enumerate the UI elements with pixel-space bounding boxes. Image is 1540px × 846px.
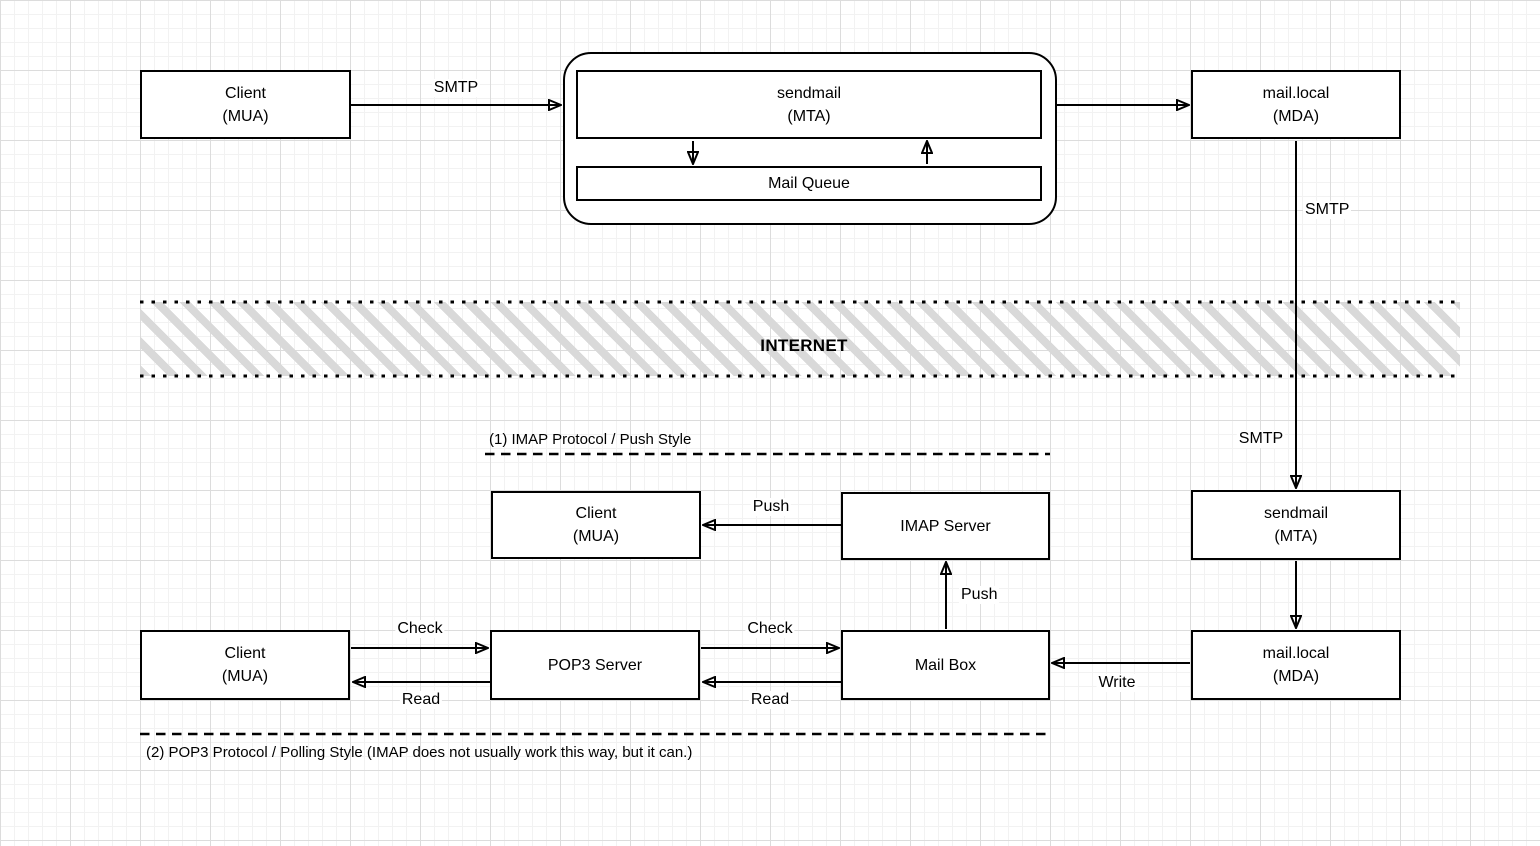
node-sublabel: (MUA) <box>221 668 269 685</box>
node-label: sendmail <box>1263 505 1329 522</box>
edge-label-smtp-mid-upper: SMTP <box>1303 201 1352 219</box>
node-client-mua-imap: Client (MUA) <box>491 491 701 559</box>
node-label: IMAP Server <box>900 517 991 535</box>
node-label: POP3 Server <box>547 656 643 674</box>
node-sublabel: (MTA) <box>1274 528 1318 545</box>
node-sublabel: (MTA) <box>787 107 831 125</box>
edge-label-read-1: Read <box>399 691 443 709</box>
node-imap-server: IMAP Server <box>841 492 1050 560</box>
edge-label-smtp-mid-lower: SMTP <box>1236 430 1286 448</box>
node-sendmail-mta-top: sendmail (MTA) <box>576 70 1042 139</box>
section-label-imap: (1) IMAP Protocol / Push Style <box>489 431 692 448</box>
node-label: mail.local <box>1262 84 1330 102</box>
edge-label-write: Write <box>1096 674 1138 692</box>
node-label: sendmail <box>776 84 842 102</box>
node-sublabel: (MUA) <box>572 528 620 545</box>
edge-label-check-1: Check <box>395 620 445 638</box>
node-label: Mail Box <box>914 656 977 674</box>
node-sublabel: (MDA) <box>1272 668 1320 685</box>
section-label-pop3: (2) POP3 Protocol / Polling Style (IMAP … <box>146 744 693 761</box>
node-mail-local-mda-top: mail.local (MDA) <box>1191 70 1401 139</box>
node-sublabel: (MDA) <box>1272 107 1320 125</box>
node-mail-queue: Mail Queue <box>576 166 1042 201</box>
node-pop3-server: POP3 Server <box>490 630 700 700</box>
node-sendmail-mta-right: sendmail (MTA) <box>1191 490 1401 560</box>
internet-label: INTERNET <box>760 336 848 355</box>
node-label: mail.local <box>1262 645 1330 662</box>
node-client-mua-top: Client (MUA) <box>140 70 351 139</box>
edge-label-check-2: Check <box>745 620 795 638</box>
node-label: Mail Queue <box>768 175 850 192</box>
edge-label-push-up: Push <box>959 586 1000 604</box>
node-mail-box: Mail Box <box>841 630 1050 700</box>
internet-band <box>140 302 1460 376</box>
edge-label-push-left: Push <box>750 498 792 516</box>
node-client-mua-pop3: Client (MUA) <box>140 630 350 700</box>
node-label: Client <box>225 84 266 102</box>
edge-label-read-2: Read <box>748 691 792 709</box>
node-label: Client <box>575 505 617 522</box>
edge-label-smtp-top: SMTP <box>431 79 481 97</box>
node-label: Client <box>224 645 266 662</box>
node-sublabel: (MUA) <box>222 107 269 125</box>
node-mail-local-mda-bottom: mail.local (MDA) <box>1191 630 1401 700</box>
